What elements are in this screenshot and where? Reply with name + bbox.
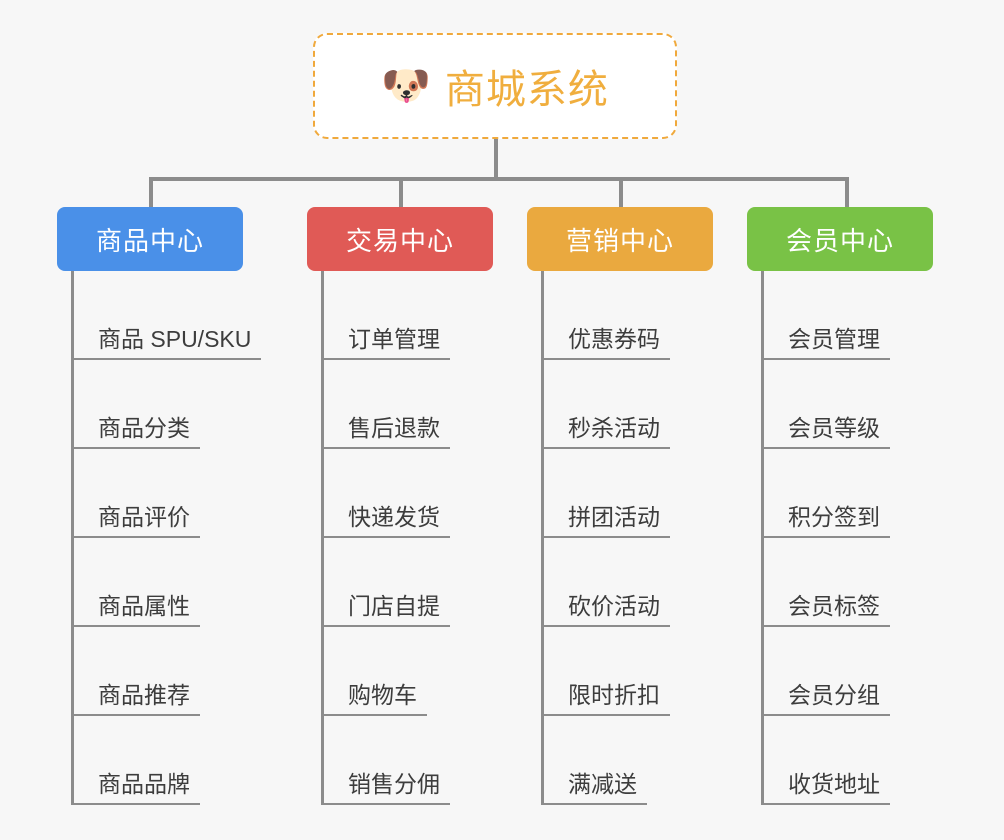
leaf-item-label: 商品推荐 [74, 682, 200, 716]
leaf-item[interactable]: 收货地址 [764, 716, 933, 805]
leaf-item[interactable]: 商品评价 [74, 449, 243, 538]
leaf-item[interactable]: 拼团活动 [544, 449, 713, 538]
category-header-2-label: 交易中心 [345, 225, 454, 256]
leaf-item[interactable]: 秒杀活动 [544, 360, 713, 449]
leaf-item[interactable]: 积分签到 [764, 449, 933, 538]
leaf-list-3: 优惠券码 秒杀活动 拼团活动 砍价活动 限时折扣 满减送 [541, 271, 713, 805]
leaf-item-label: 会员管理 [764, 326, 890, 360]
leaf-item[interactable]: 订单管理 [324, 271, 493, 360]
connector-horizontal-bus [149, 177, 849, 181]
connector-drop-4 [845, 177, 849, 207]
category-header-1[interactable]: 商品中心 [57, 207, 243, 271]
leaf-item[interactable]: 砍价活动 [544, 538, 713, 627]
category-header-4-label: 会员中心 [785, 225, 894, 256]
leaf-item-label: 满减送 [544, 771, 647, 805]
connector-drop-3 [619, 177, 623, 207]
shiba-dog-face-icon: 🐶 [381, 64, 431, 108]
leaf-item-label: 砍价活动 [544, 593, 670, 627]
leaf-item-label: 秒杀活动 [544, 415, 670, 449]
leaf-item[interactable]: 商品推荐 [74, 627, 243, 716]
leaf-item-label: 订单管理 [324, 326, 450, 360]
root-node[interactable]: 🐶 商城系统 [313, 33, 677, 139]
leaf-item-label: 限时折扣 [544, 682, 670, 716]
leaf-item[interactable]: 会员管理 [764, 271, 933, 360]
leaf-list-2: 订单管理 售后退款 快递发货 门店自提 购物车 销售分佣 [321, 271, 493, 805]
leaf-item[interactable]: 商品分类 [74, 360, 243, 449]
leaf-item[interactable]: 限时折扣 [544, 627, 713, 716]
leaf-item-label: 快递发货 [324, 504, 450, 538]
leaf-item-label: 会员标签 [764, 593, 890, 627]
leaf-item-label: 拼团活动 [544, 504, 670, 538]
leaf-item[interactable]: 快递发货 [324, 449, 493, 538]
leaf-item-label: 销售分佣 [324, 771, 450, 805]
leaf-item[interactable]: 优惠券码 [544, 271, 713, 360]
leaf-item[interactable]: 商品 SPU/SKU [74, 271, 262, 360]
leaf-item-label: 商品 SPU/SKU [74, 326, 262, 360]
connector-drop-1 [149, 177, 153, 207]
leaf-list-4: 会员管理 会员等级 积分签到 会员标签 会员分组 收货地址 [761, 271, 933, 805]
leaf-item-label: 门店自提 [324, 593, 450, 627]
connector-root-stem [494, 139, 498, 179]
category-column-1: 商品中心 商品 SPU/SKU 商品分类 商品评价 商品属性 商品推荐 商品品牌 [57, 207, 262, 805]
leaf-item-label: 会员等级 [764, 415, 890, 449]
leaf-item-label: 商品评价 [74, 504, 200, 538]
connector-drop-2 [399, 177, 403, 207]
category-column-2: 交易中心 订单管理 售后退款 快递发货 门店自提 购物车 销售分佣 [307, 207, 493, 805]
category-header-1-label: 商品中心 [95, 225, 204, 256]
leaf-item-label: 售后退款 [324, 415, 450, 449]
leaf-item[interactable]: 满减送 [544, 716, 713, 805]
root-node-title: 商城系统 [444, 68, 609, 112]
leaf-item[interactable]: 购物车 [324, 627, 493, 716]
category-header-2[interactable]: 交易中心 [307, 207, 493, 271]
category-column-4: 会员中心 会员管理 会员等级 积分签到 会员标签 会员分组 收货地址 [747, 207, 933, 805]
leaf-item-label: 积分签到 [764, 504, 890, 538]
leaf-item-label: 优惠券码 [544, 326, 670, 360]
leaf-item-label: 收货地址 [764, 771, 890, 805]
leaf-item-label: 商品属性 [74, 593, 200, 627]
leaf-list-1: 商品 SPU/SKU 商品分类 商品评价 商品属性 商品推荐 商品品牌 [71, 271, 262, 805]
leaf-item[interactable]: 会员标签 [764, 538, 933, 627]
category-column-3: 营销中心 优惠券码 秒杀活动 拼团活动 砍价活动 限时折扣 满减送 [527, 207, 713, 805]
leaf-item[interactable]: 会员等级 [764, 360, 933, 449]
leaf-item[interactable]: 门店自提 [324, 538, 493, 627]
leaf-item[interactable]: 售后退款 [324, 360, 493, 449]
leaf-item-label: 商品品牌 [74, 771, 200, 805]
leaf-item[interactable]: 会员分组 [764, 627, 933, 716]
category-header-3[interactable]: 营销中心 [527, 207, 713, 271]
leaf-item[interactable]: 商品属性 [74, 538, 243, 627]
leaf-item[interactable]: 销售分佣 [324, 716, 493, 805]
leaf-item-label: 购物车 [324, 682, 427, 716]
category-header-3-label: 营销中心 [565, 225, 674, 256]
leaf-item[interactable]: 商品品牌 [74, 716, 243, 805]
category-header-4[interactable]: 会员中心 [747, 207, 933, 271]
leaf-item-label: 会员分组 [764, 682, 890, 716]
leaf-item-label: 商品分类 [74, 415, 200, 449]
